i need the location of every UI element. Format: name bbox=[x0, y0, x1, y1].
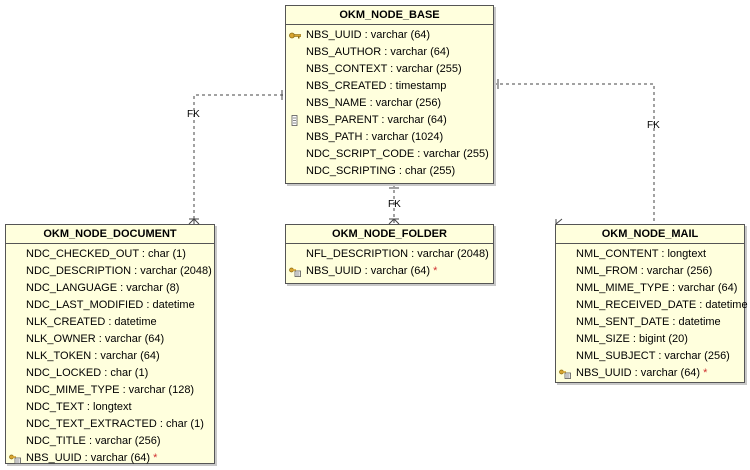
column-row[interactable]: NDC_TEXT_EXTRACTED : char (1) bbox=[6, 416, 214, 433]
column-label: NML_SIZE : bigint (20) bbox=[576, 333, 688, 345]
column-row[interactable]: NDC_TITLE : varchar (256) bbox=[6, 433, 214, 450]
column-label: NBS_PATH : varchar (1024) bbox=[306, 131, 444, 143]
relationship-folder-base[interactable] bbox=[388, 184, 400, 225]
index-icon bbox=[289, 115, 301, 126]
column-row[interactable]: NBS_AUTHOR : varchar (64) bbox=[286, 44, 493, 61]
column-label: NFL_DESCRIPTION : varchar (2048) bbox=[306, 248, 489, 260]
column-row[interactable]: NDC_CHECKED_OUT : char (1) bbox=[6, 246, 214, 263]
entity-title: OKM_NODE_DOCUMENT bbox=[6, 225, 214, 244]
reference-marker: * bbox=[153, 452, 158, 464]
reference-marker: * bbox=[703, 367, 708, 379]
entity-okm-node-document[interactable]: OKM_NODE_DOCUMENT NDC_CHECKED_OUT : char… bbox=[5, 224, 215, 464]
column-row[interactable]: NBS_CREATED : timestamp bbox=[286, 78, 493, 95]
relationship-document-base[interactable] bbox=[188, 90, 286, 225]
column-row[interactable]: NML_SENT_DATE : datetime bbox=[556, 314, 744, 331]
column-row[interactable]: NML_FROM : varchar (256) bbox=[556, 263, 744, 280]
column-row[interactable]: NBS_UUID : varchar (64)* bbox=[556, 365, 744, 382]
column-row[interactable]: NBS_UUID : varchar (64) bbox=[286, 27, 493, 44]
column-label: NML_CONTENT : longtext bbox=[576, 248, 707, 260]
foreign-key-icon bbox=[559, 368, 571, 379]
column-label: NML_SUBJECT : varchar (256) bbox=[576, 350, 730, 362]
column-row[interactable]: NML_MIME_TYPE : varchar (64) bbox=[556, 280, 744, 297]
column-label: NDC_SCRIPTING : char (255) bbox=[306, 165, 456, 177]
column-label: NDC_LANGUAGE : varchar (8) bbox=[26, 282, 180, 294]
column-row[interactable]: NDC_LAST_MODIFIED : datetime bbox=[6, 297, 214, 314]
column-label: NBS_UUID : varchar (64) bbox=[576, 367, 701, 379]
column-label: NDC_SCRIPT_CODE : varchar (255) bbox=[306, 148, 489, 160]
foreign-key-icon bbox=[9, 453, 21, 464]
column-row[interactable]: NML_SIZE : bigint (20) bbox=[556, 331, 744, 348]
column-row[interactable]: NBS_CONTEXT : varchar (255) bbox=[286, 61, 493, 78]
column-row[interactable]: NDC_SCRIPT_CODE : varchar (255) bbox=[286, 146, 493, 163]
column-row[interactable]: NML_RECEIVED_DATE : datetime bbox=[556, 297, 748, 314]
column-label: NML_MIME_TYPE : varchar (64) bbox=[576, 282, 738, 294]
column-label: NDC_LAST_MODIFIED : datetime bbox=[26, 299, 195, 311]
column-row[interactable]: NLK_OWNER : varchar (64) bbox=[6, 331, 214, 348]
fk-label-document: FK bbox=[187, 109, 200, 120]
column-label: NBS_PARENT : varchar (64) bbox=[306, 114, 447, 126]
column-row[interactable]: NDC_TEXT : longtext bbox=[6, 399, 214, 416]
column-label: NML_RECEIVED_DATE : datetime bbox=[576, 299, 748, 311]
column-row[interactable]: NDC_DESCRIPTION : varchar (2048) bbox=[6, 263, 214, 280]
column-label: NLK_OWNER : varchar (64) bbox=[26, 333, 165, 345]
column-row[interactable]: NML_CONTENT : longtext bbox=[556, 246, 744, 263]
entity-title: OKM_NODE_FOLDER bbox=[286, 225, 493, 244]
column-row[interactable]: NLK_TOKEN : varchar (64) bbox=[6, 348, 214, 365]
entity-okm-node-base[interactable]: OKM_NODE_BASE NBS_UUID : varchar (64) NBS… bbox=[285, 5, 494, 184]
column-row[interactable]: NBS_UUID : varchar (64)* bbox=[286, 263, 493, 280]
column-row[interactable]: NDC_LOCKED : char (1) bbox=[6, 365, 214, 382]
column-row[interactable]: NBS_PARENT : varchar (64) bbox=[286, 112, 493, 129]
column-label: NBS_NAME : varchar (256) bbox=[306, 97, 442, 109]
column-label: NDC_MIME_TYPE : varchar (128) bbox=[26, 384, 195, 396]
column-row[interactable]: NDC_LANGUAGE : varchar (8) bbox=[6, 280, 214, 297]
column-row[interactable]: NFL_DESCRIPTION : varchar (2048) bbox=[286, 246, 493, 263]
column-row[interactable]: NDC_SCRIPTING : char (255) bbox=[286, 163, 493, 180]
column-label: NDC_LOCKED : char (1) bbox=[26, 367, 149, 379]
entity-title: OKM_NODE_MAIL bbox=[556, 225, 744, 244]
column-label: NDC_TEXT_EXTRACTED : char (1) bbox=[26, 418, 204, 430]
column-label: NBS_AUTHOR : varchar (64) bbox=[306, 46, 450, 58]
column-label: NBS_CREATED : timestamp bbox=[306, 80, 447, 92]
column-row[interactable]: NLK_CREATED : datetime bbox=[6, 314, 214, 331]
column-label: NML_FROM : varchar (256) bbox=[576, 265, 713, 277]
fk-label-mail: FK bbox=[647, 120, 660, 131]
column-label: NBS_CONTEXT : varchar (255) bbox=[306, 63, 462, 75]
entity-title: OKM_NODE_BASE bbox=[286, 6, 493, 25]
column-row[interactable]: NBS_PATH : varchar (1024) bbox=[286, 129, 493, 146]
column-label: NBS_UUID : varchar (64) bbox=[26, 452, 151, 464]
column-label: NDC_TEXT : longtext bbox=[26, 401, 132, 413]
column-label: NBS_UUID : varchar (64) bbox=[306, 29, 431, 41]
column-row[interactable]: NBS_NAME : varchar (256) bbox=[286, 95, 493, 112]
primary-key-icon bbox=[289, 30, 302, 41]
fk-label-folder: FK bbox=[388, 199, 401, 210]
column-row[interactable]: NBS_UUID : varchar (64)* bbox=[6, 450, 214, 467]
column-label: NBS_UUID : varchar (64) bbox=[306, 265, 431, 277]
entity-okm-node-folder[interactable]: OKM_NODE_FOLDER NFL_DESCRIPTION : varcha… bbox=[285, 224, 494, 284]
column-label: NLK_TOKEN : varchar (64) bbox=[26, 350, 160, 362]
column-label: NDC_TITLE : varchar (256) bbox=[26, 435, 161, 447]
relationship-mail-base[interactable] bbox=[494, 79, 655, 230]
column-row[interactable]: NML_SUBJECT : varchar (256) bbox=[556, 348, 744, 365]
column-label: NDC_DESCRIPTION : varchar (2048) bbox=[26, 265, 212, 277]
column-label: NML_SENT_DATE : datetime bbox=[576, 316, 721, 328]
column-row[interactable]: NDC_MIME_TYPE : varchar (128) bbox=[6, 382, 214, 399]
foreign-key-icon bbox=[289, 266, 301, 277]
column-label: NDC_CHECKED_OUT : char (1) bbox=[26, 248, 186, 260]
reference-marker: * bbox=[433, 265, 438, 277]
column-label: NLK_CREATED : datetime bbox=[26, 316, 157, 328]
